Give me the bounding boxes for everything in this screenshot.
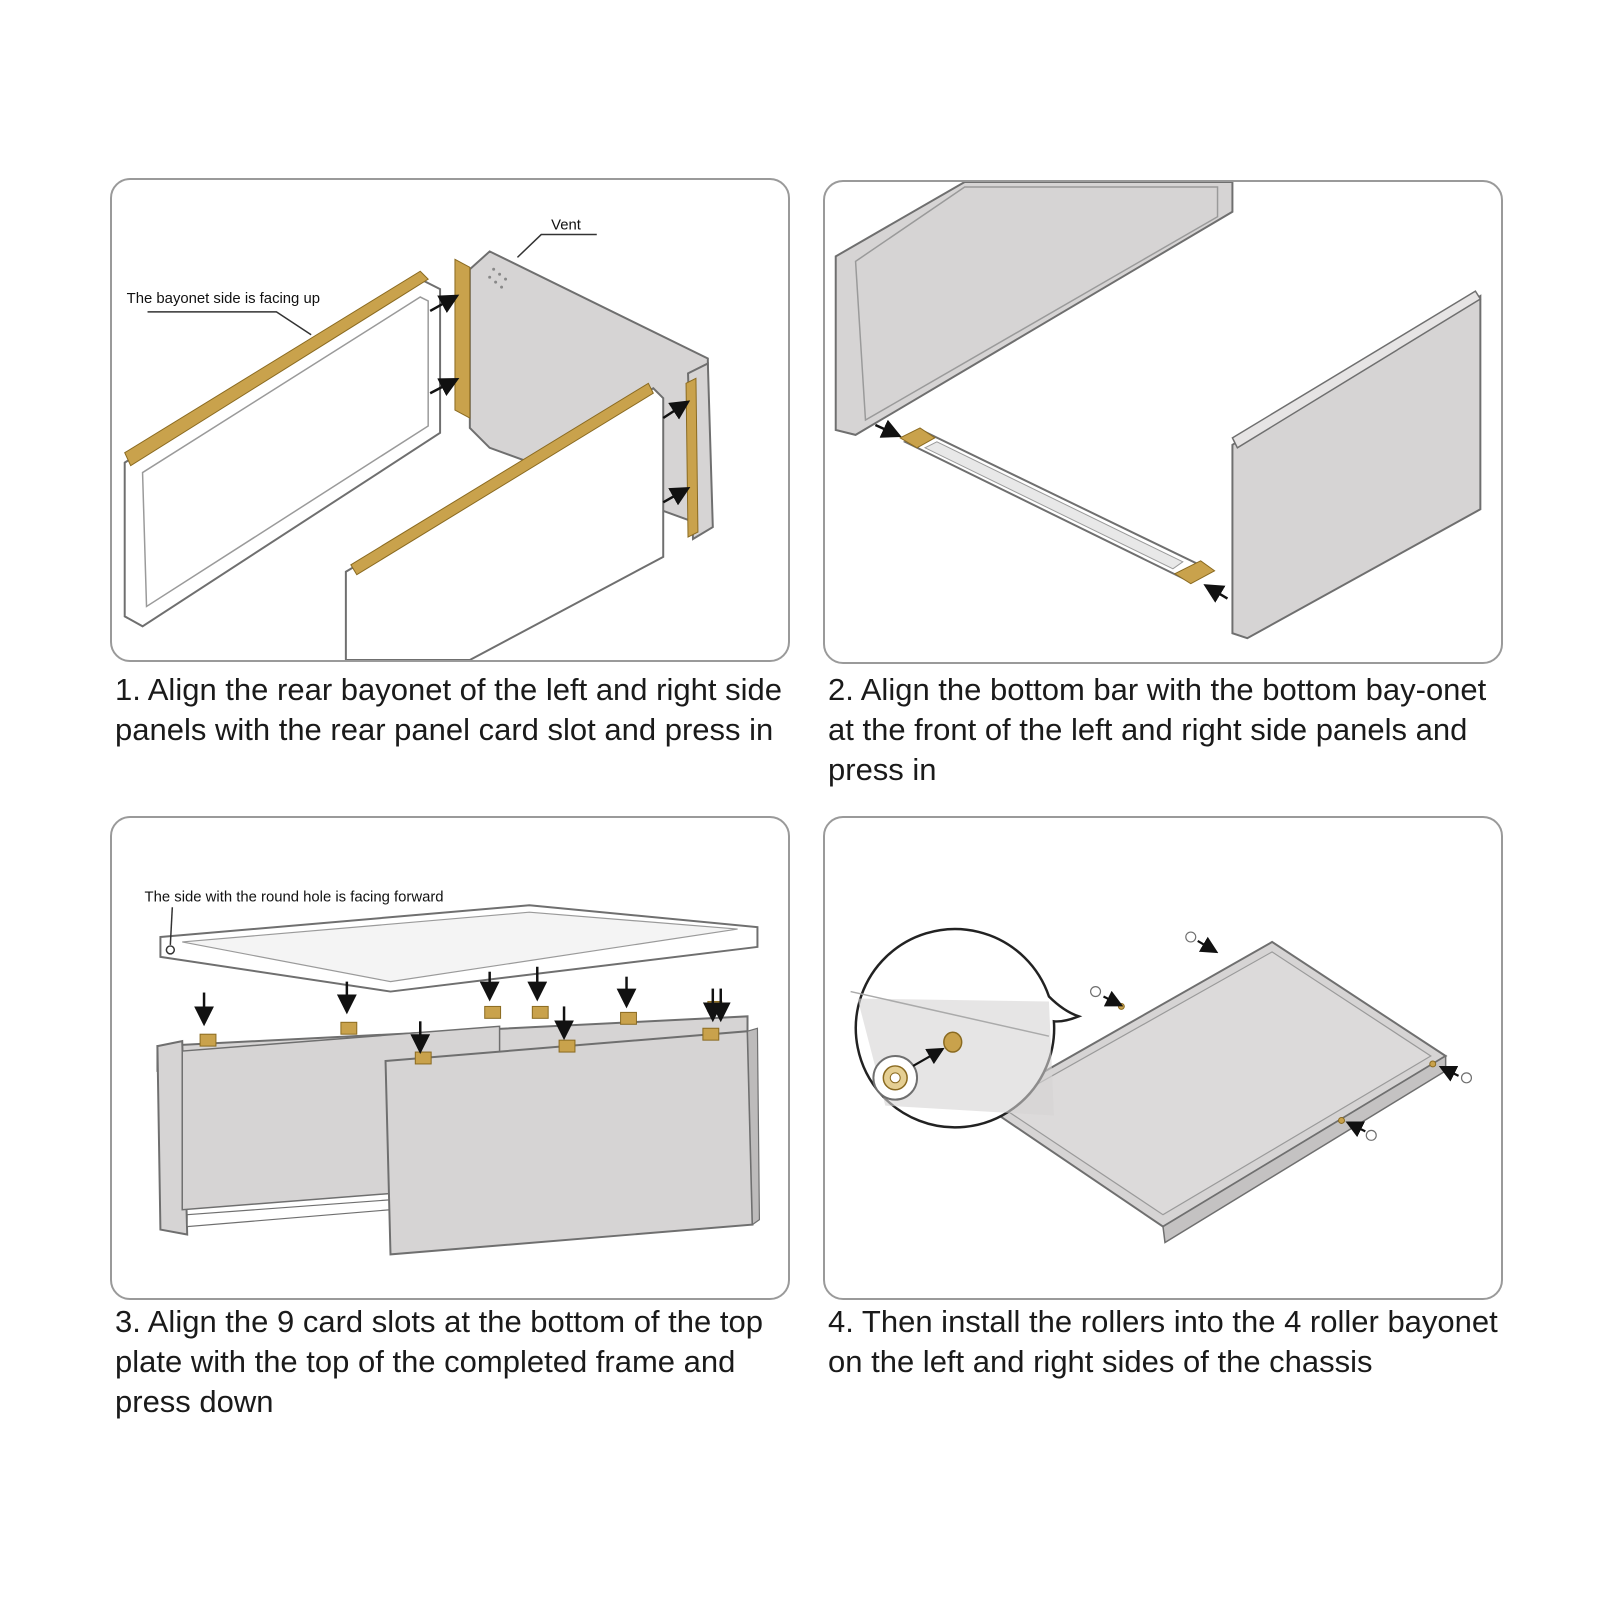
left-panel-bayonet-strip: [124, 270, 429, 467]
step-3-diagram: The side with the round hole is facing f…: [145, 889, 761, 1256]
step-1-caption: 1. Align the rear bayonet of the left an…: [115, 672, 782, 747]
rear-panel-card-slot-strip: [454, 258, 471, 419]
vent-label: Vent: [551, 218, 582, 234]
round-hole: [165, 945, 176, 955]
step-2-illustration-panel: [823, 180, 1503, 664]
bayonet-callout-line: [147, 311, 312, 336]
insert-arrow: [874, 419, 902, 438]
bottom-bar-bayonet-left: [899, 427, 936, 449]
step-4-illustration-panel: [823, 816, 1503, 1300]
right-side-panel: [1231, 294, 1482, 640]
step-1-diagram: Vent The bayonet side is facing up: [123, 218, 714, 660]
right-panel-bayonet-strip: [350, 382, 654, 576]
closeup-arrow: [912, 1047, 945, 1067]
insert-arrow: [662, 400, 691, 420]
bottom-bar-bayonet-right: [1173, 560, 1216, 585]
vent-callout-line: [516, 233, 597, 258]
vent-holes: [488, 267, 508, 289]
roller-arrows: [1103, 936, 1460, 1138]
roller-closeup-icon: [872, 1055, 919, 1101]
step-4-caption: 4. Then install the rollers into the 4 r…: [828, 1304, 1498, 1379]
step-4-diagram: [850, 927, 1473, 1244]
insert-arrow: [429, 378, 460, 396]
bayonet-side-label: The bayonet side is facing up: [127, 291, 320, 307]
frame-left-panel: [156, 1039, 189, 1236]
pin-closeup-icon: [943, 1031, 963, 1053]
round-hole-callout-line: [169, 907, 174, 945]
frame-front-panel: [384, 1030, 754, 1256]
insert-arrow: [429, 294, 460, 313]
step-2-caption: 2. Align the bottom bar with the bottom …: [828, 672, 1487, 787]
insert-arrow: [662, 486, 691, 506]
step-2-diagram: [834, 182, 1482, 640]
step-1-illustration-panel: Vent The bayonet side is facing up: [110, 178, 790, 662]
step-3-illustration-panel: The side with the round hole is facing f…: [110, 816, 790, 1300]
right-side-panel: [344, 387, 665, 660]
press-down-arrows: [194, 966, 731, 1055]
round-hole-label: The side with the round hole is facing f…: [145, 889, 444, 905]
insert-arrow: [1203, 584, 1229, 603]
roller-icon: [1090, 931, 1473, 1141]
step-3-caption: 3. Align the 9 card slots at the bottom …: [115, 1304, 763, 1419]
